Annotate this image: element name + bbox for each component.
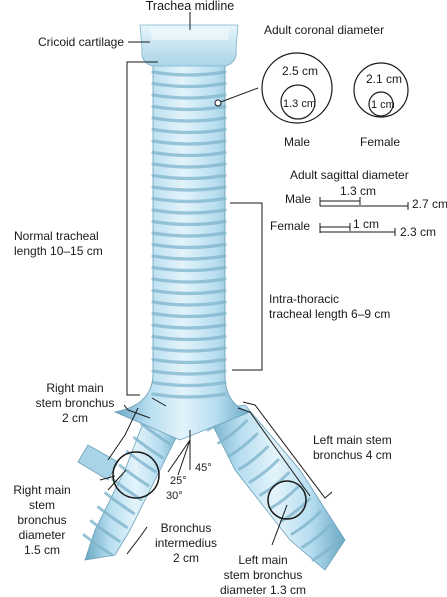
normal-length-line2: length 10–15 cm xyxy=(14,244,103,258)
trachea xyxy=(113,61,252,441)
male-label: Male xyxy=(284,135,311,149)
trachea-ring xyxy=(151,81,227,89)
intrathoracic-line1: Intra-thoracic xyxy=(269,292,340,306)
annotation-lines xyxy=(99,12,333,555)
cricoid-cartilage xyxy=(139,24,239,67)
trachea-ring xyxy=(151,277,227,284)
left-bronchus-ring xyxy=(269,484,301,510)
trachea-ring xyxy=(151,196,227,204)
trachea-ring xyxy=(151,70,227,77)
left-bronchus-ring xyxy=(280,497,311,523)
trachea-ring xyxy=(151,242,227,250)
angle-30-label: 30° xyxy=(166,490,183,502)
left-main-line1: Left main stem xyxy=(313,433,392,447)
right-diameter-line4: diameter xyxy=(18,528,66,542)
right-bronchus-ring xyxy=(89,519,121,543)
female-inner-circle xyxy=(368,91,394,117)
left-diameter-line3: diameter 1.3 cm xyxy=(219,583,307,597)
male-outer-value: 2.5 cm xyxy=(282,64,319,78)
intrathoracic-line2: tracheal length 6–9 cm xyxy=(269,307,391,321)
left-bronchus-ring xyxy=(311,536,343,562)
trachea-ring xyxy=(151,288,227,296)
left-bronchus xyxy=(204,404,346,571)
angle-25-label: 25° xyxy=(170,475,187,487)
right-bronchus-ring xyxy=(104,491,136,515)
right-bronchus-ring xyxy=(82,533,114,557)
angle-45-label: 45° xyxy=(195,462,212,474)
trachea-ring xyxy=(151,208,227,215)
trachea-ring xyxy=(151,150,227,158)
right-diameter-line3: bronchus xyxy=(17,513,67,527)
trachea-ring xyxy=(151,357,227,365)
sagittal-male-min: 1.3 cm xyxy=(340,184,377,198)
cricoid-label: Cricoid cartilage xyxy=(38,35,125,49)
trachea-ring xyxy=(151,116,227,123)
right-bronchus-ring xyxy=(133,436,165,460)
female-label: Female xyxy=(360,135,401,149)
sagittal-male-max: 2.7 cm xyxy=(412,197,447,211)
trachea-ring xyxy=(151,127,227,135)
sagittal-diameter-bars xyxy=(319,197,409,236)
left-bronchus-ring xyxy=(238,445,269,471)
left-bronchus-ring xyxy=(248,458,280,484)
male-inner-circle xyxy=(280,84,316,120)
trachea-ring xyxy=(151,231,227,238)
sagittal-female-max: 2.3 cm xyxy=(400,225,437,239)
trachea-midline-label: Trachea midline xyxy=(145,0,235,13)
bronchus-intermedius-line3: 2 cm xyxy=(172,551,199,565)
sagittal-female-min: 1 cm xyxy=(353,217,380,231)
right-bronchus-ring xyxy=(96,505,128,529)
left-bronchus-ring xyxy=(217,419,248,445)
left-bronchus-diameter-circle xyxy=(267,480,307,520)
right-diameter-line2: stem xyxy=(28,498,55,512)
trachea-ring xyxy=(151,323,227,330)
normal-length-line1: Normal tracheal xyxy=(14,229,99,243)
right-bronchus-diameter-circle xyxy=(112,451,160,499)
right-diameter-line1: Right main xyxy=(13,483,71,497)
trachea-ring xyxy=(151,162,227,169)
left-bronchus-ring xyxy=(227,432,259,458)
trachea-ring xyxy=(151,219,227,227)
measure-point xyxy=(214,99,222,107)
right-main-line1: Right main xyxy=(46,381,104,395)
right-diameter-line5: 1.5 cm xyxy=(23,543,60,557)
trachea-ring xyxy=(151,311,227,319)
female-inner-value: 1 cm xyxy=(371,99,395,111)
trachea-ring xyxy=(151,173,227,181)
right-main-line3: 2 cm xyxy=(61,411,88,425)
left-diameter-line1: Left main xyxy=(238,553,288,567)
trachea-ring xyxy=(151,104,227,112)
sagittal-male-label: Male xyxy=(285,192,312,206)
left-diameter-line2: stem bronchus xyxy=(223,568,303,582)
trachea-rings xyxy=(151,70,227,399)
right-bronchus-ring xyxy=(140,422,172,446)
trachea-ring xyxy=(151,139,227,146)
left-bronchus-ring xyxy=(301,523,332,549)
trachea-ring xyxy=(151,392,227,399)
coronal-title: Adult coronal diameter xyxy=(264,23,385,37)
right-main-line2: stem bronchus xyxy=(35,396,115,410)
trachea-ring xyxy=(151,93,227,100)
bronchus-intermedius-line2: intermedius xyxy=(154,536,218,550)
left-bronchus-ring xyxy=(290,510,322,536)
male-outer-circle xyxy=(261,52,333,124)
trachea-ring xyxy=(151,334,227,342)
trachea-ring xyxy=(151,185,227,192)
trachea-ring xyxy=(151,254,227,261)
trachea-ring xyxy=(151,265,227,273)
trachea-ring xyxy=(151,380,227,388)
male-inner-value: 1.3 cm xyxy=(283,98,317,110)
right-bronchus-ring xyxy=(118,464,150,488)
sagittal-title: Adult sagittal diameter xyxy=(290,168,409,182)
female-outer-circle xyxy=(353,62,409,118)
left-main-line2: bronchus 4 cm xyxy=(313,448,392,462)
female-outer-value: 2.1 cm xyxy=(366,72,403,86)
trachea-ring xyxy=(151,369,227,376)
trachea-ring xyxy=(151,300,227,307)
coronal-diameter-diagram xyxy=(261,52,409,124)
sagittal-female-label: Female xyxy=(270,219,311,233)
trachea-ring xyxy=(151,346,227,353)
bronchus-intermedius-line1: Bronchus xyxy=(160,521,212,535)
